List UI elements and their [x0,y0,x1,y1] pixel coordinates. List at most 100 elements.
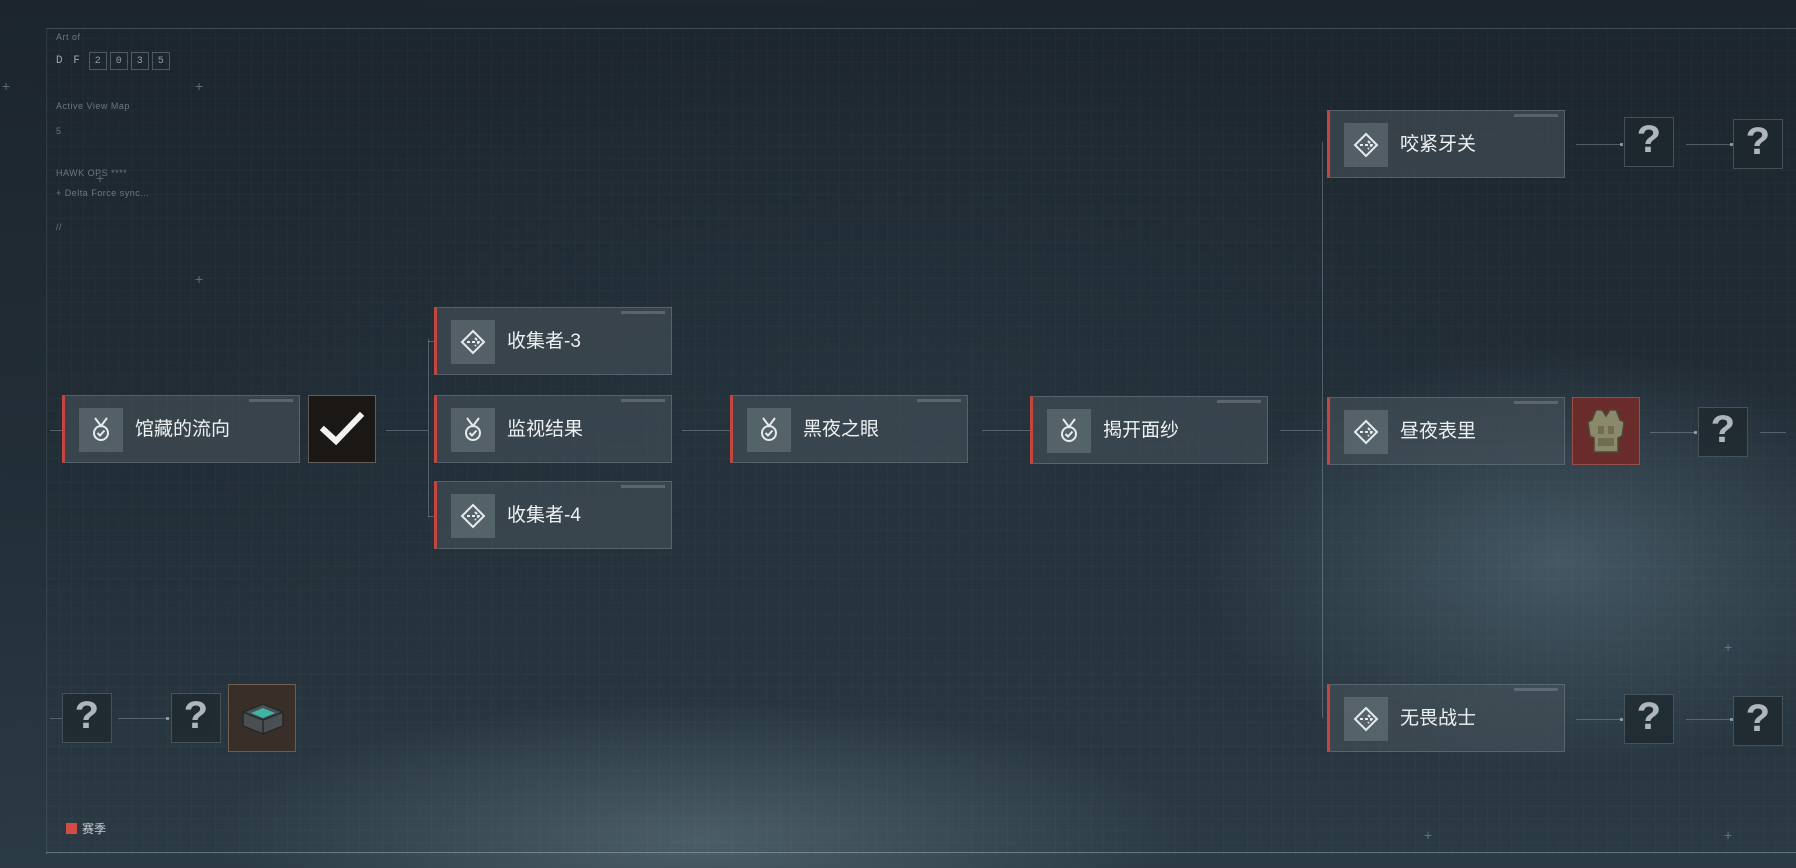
crosshair-mark: + [1724,639,1733,655]
legend-swatch [66,823,77,834]
medal-check-icon [1047,409,1091,453]
connector [428,339,429,517]
reward-unknown-tile[interactable]: ? [1733,119,1783,169]
diamond-arrow-icon [1344,410,1388,454]
card-tag [621,485,665,488]
task-card-t6[interactable]: 揭开面纱 [1030,396,1268,464]
connector-dot [1730,718,1733,721]
connector [1280,430,1322,431]
task-title: 监视结果 [507,419,584,440]
reward-unknown-tile[interactable]: ? [1624,694,1674,744]
medal-check-icon [747,408,791,452]
diamond-arrow-icon [451,494,495,538]
connector [682,430,730,431]
card-tag [1514,401,1558,404]
hud-code-digit: 2 [88,52,107,70]
reward-claimed-tile[interactable] [308,395,376,463]
task-card-t9[interactable]: 无畏战士 [1327,684,1565,752]
card-tag [621,311,665,314]
question-mark-icon: ? [1745,121,1770,167]
connector [1650,432,1696,433]
task-card-t8[interactable]: 昼夜表里 [1327,397,1565,465]
connector [428,516,436,517]
hud-code-digit: 5 [151,52,170,70]
reward-unknown-tile[interactable]: ? [171,693,221,743]
hud-code-digit: 3 [130,52,149,70]
connector [386,430,428,431]
reward-unknown-tile[interactable]: ? [62,693,112,743]
task-title: 咬紧牙关 [1400,134,1477,155]
card-tag [1514,114,1558,117]
connector [1322,142,1323,718]
legend-label: 赛季 [82,822,107,836]
crosshair-mark: + [96,170,105,186]
medal-check-icon [79,408,123,452]
connector [1576,144,1622,145]
task-title: 揭开面纱 [1103,420,1180,441]
connector [1576,719,1622,720]
task-card-t4[interactable]: 收集者-4 [434,481,672,549]
card-tag [1514,688,1558,691]
task-card-t5[interactable]: 黑夜之眼 [730,395,968,463]
connector [50,430,62,431]
checkmark-icon [320,411,364,446]
question-mark-icon: ? [1745,698,1770,744]
card-tag [917,399,961,402]
crosshair-mark: + [1724,827,1733,843]
card-tag [249,399,293,402]
connector [118,718,170,719]
task-title: 馆藏的流向 [135,419,231,440]
hud-label-top: Art of [56,32,81,42]
hud-code-digit: 0 [109,52,128,70]
crosshair-mark: + [195,271,204,287]
connector [428,341,436,342]
task-title: 收集者-4 [507,505,581,526]
question-mark-icon: ? [1710,409,1735,455]
question-mark-icon: ? [1636,119,1661,165]
reward-unknown-tile[interactable]: ? [1733,696,1783,746]
connector [1686,144,1732,145]
frame-bottom-line [46,852,1796,853]
reward-item-tile[interactable] [1572,397,1640,465]
connector-dot [1620,143,1623,146]
diamond-arrow-icon [1344,697,1388,741]
task-title: 无畏战士 [1400,708,1477,729]
hud-code-row: D F 2 0 3 5 [56,52,170,70]
hud-view-label: Active View Map [56,101,130,111]
question-mark-icon: ? [74,695,99,741]
medal-check-icon [451,408,495,452]
connector [1686,719,1732,720]
task-card-t3[interactable]: 监视结果 [434,395,672,463]
hud-ops-sub: + Delta Force sync... [56,188,150,198]
task-title: 黑夜之眼 [803,419,880,440]
connector-dot [1730,143,1733,146]
hud-ops-label: HAWK OPS **** [56,168,128,178]
task-title: 昼夜表里 [1400,421,1477,442]
task-card-t2[interactable]: 收集者-3 [434,307,672,375]
reward-unknown-tile[interactable]: ? [1624,117,1674,167]
task-card-t7[interactable]: 咬紧牙关 [1327,110,1565,178]
supply-case-icon [242,703,284,735]
reward-unknown-tile[interactable]: ? [1698,407,1748,457]
body-armor-icon [1587,409,1625,453]
connector [982,430,1030,431]
crosshair-mark: + [195,78,204,94]
connector [1760,432,1786,433]
diamond-arrow-icon [451,320,495,364]
card-tag [621,399,665,402]
crosshair-mark: + [1424,827,1433,843]
legend: 赛季 [66,820,106,837]
connector [50,718,62,719]
task-card-t1[interactable]: 馆藏的流向 [62,395,300,463]
card-tag [1217,400,1261,403]
connector-dot [166,717,169,720]
hud-view-value: 5 [56,126,62,136]
hud-code-prefix: D F [56,55,82,67]
crosshair-mark: + [2,78,11,94]
diamond-arrow-icon [1344,123,1388,167]
question-mark-icon: ? [183,695,208,741]
connector-dot [1694,431,1697,434]
hud-slashes: // [56,222,63,232]
reward-item-tile[interactable] [228,684,296,752]
question-mark-icon: ? [1636,696,1661,742]
